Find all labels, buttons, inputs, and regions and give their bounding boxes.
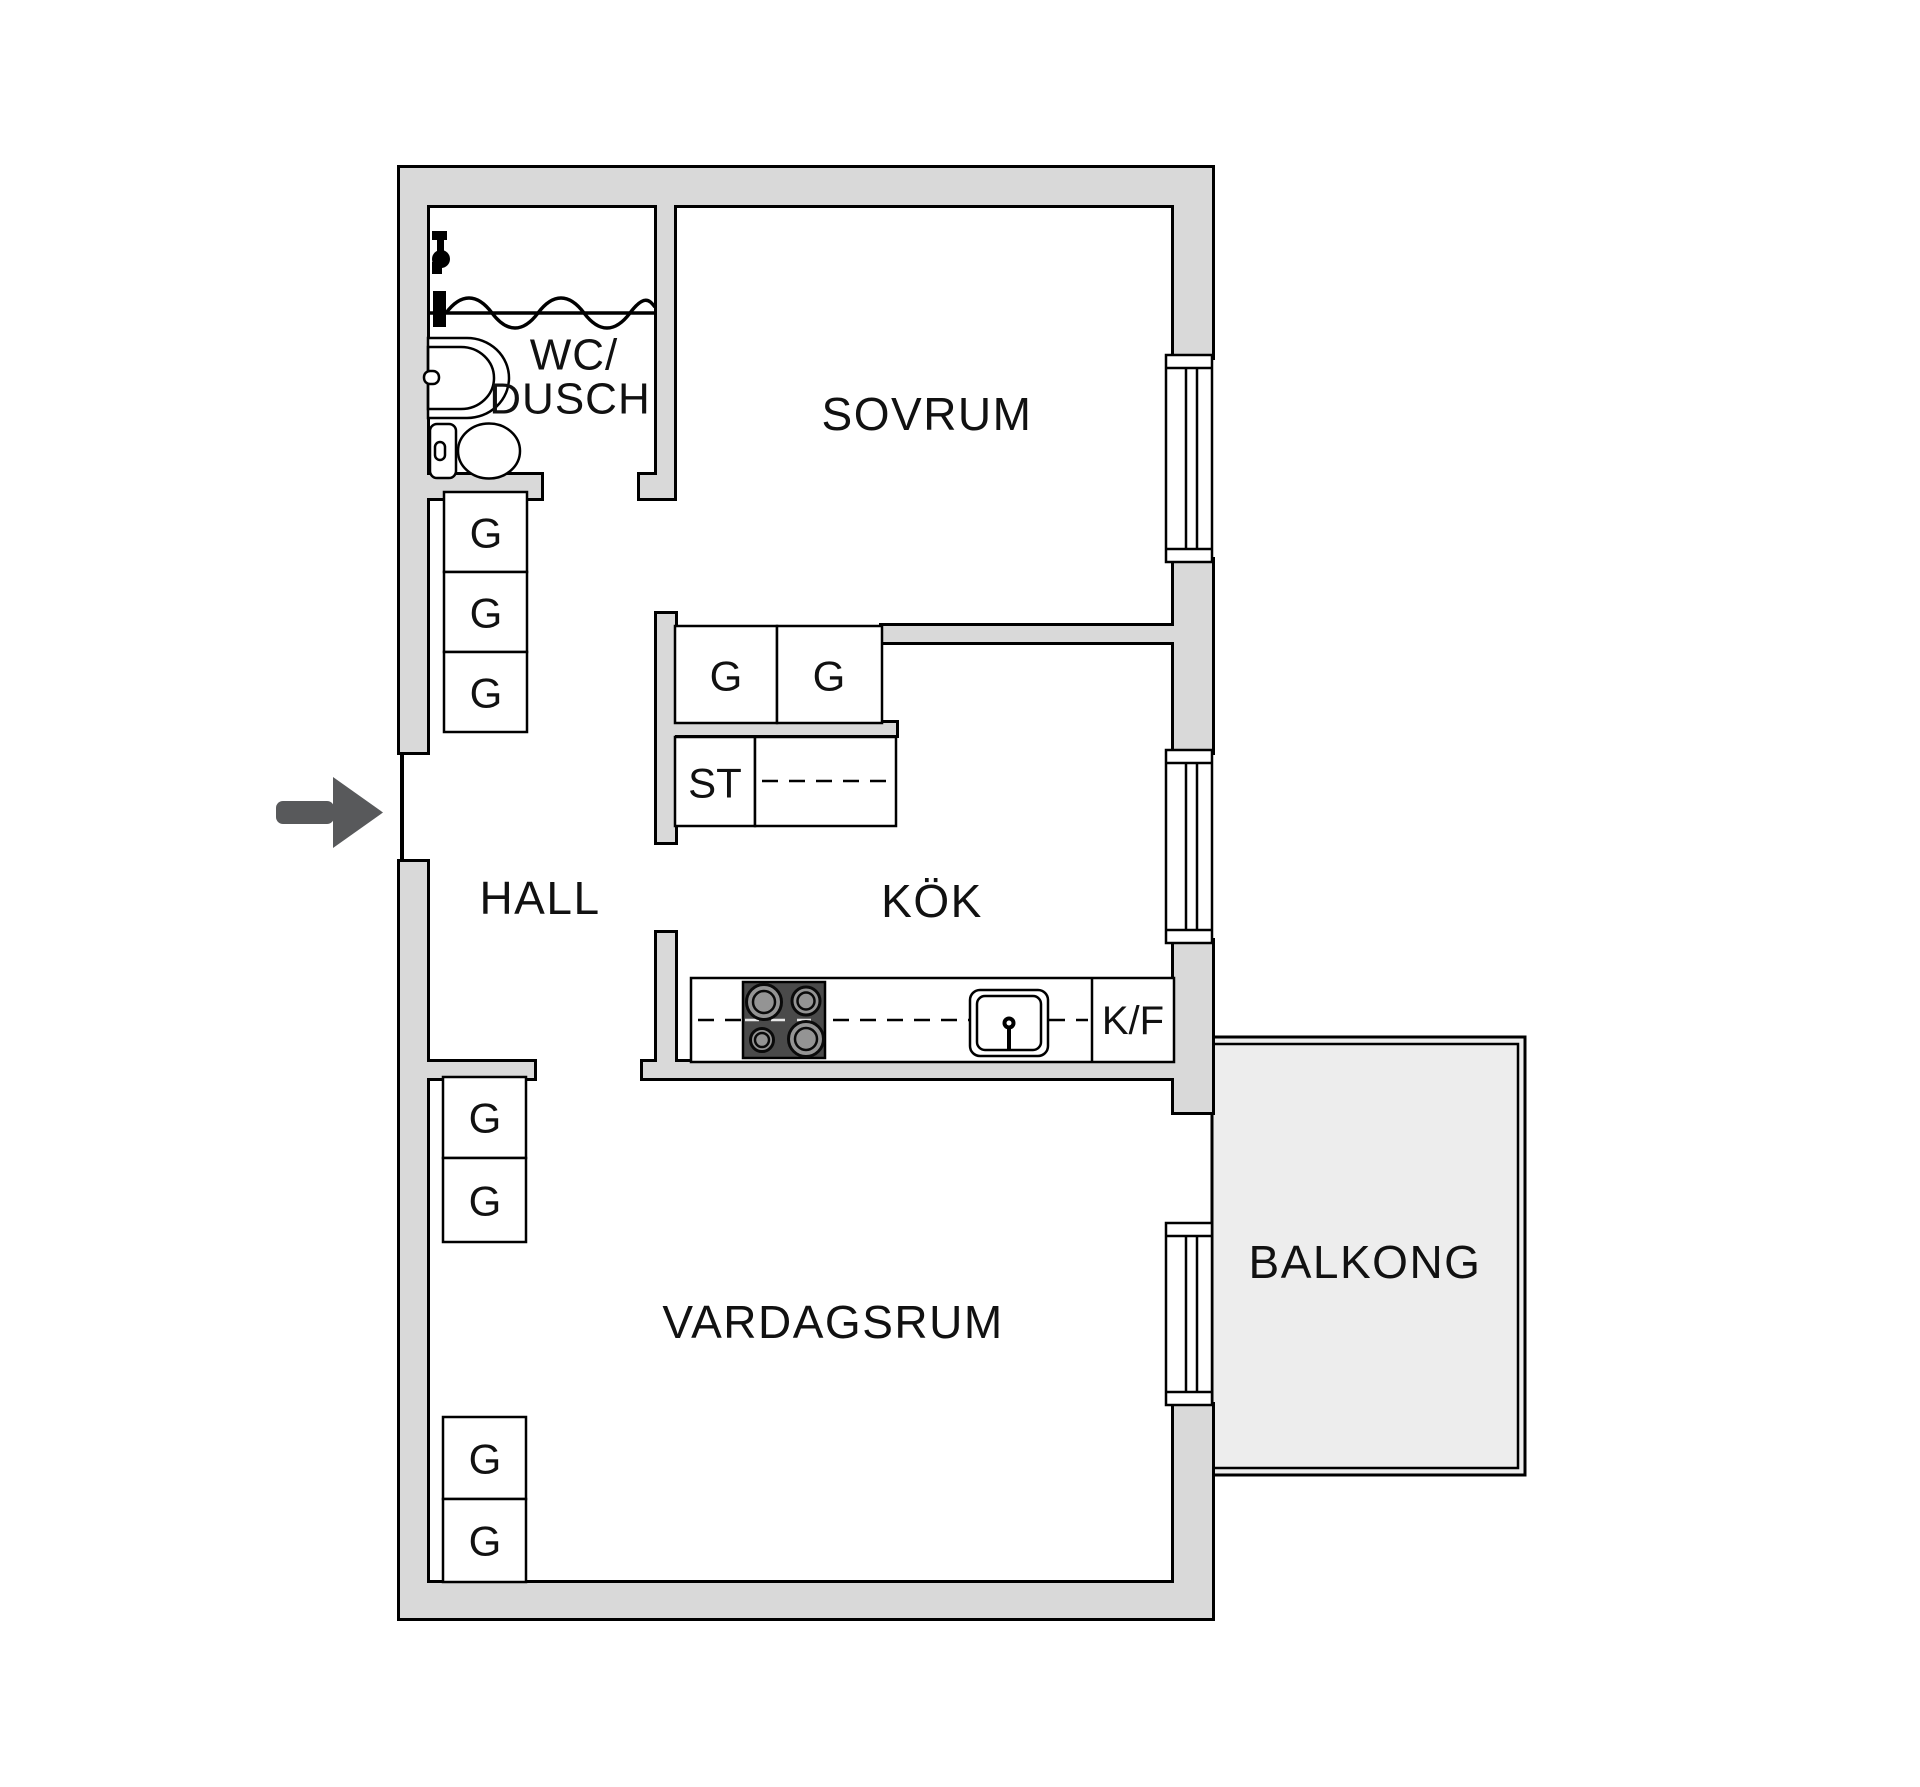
kitchen-counter: K/F <box>689 976 1176 1064</box>
balcony-slab <box>1210 1035 1527 1477</box>
wall-top <box>400 168 1212 205</box>
toilet-icon <box>428 422 522 480</box>
wardrobe-label: G <box>469 1436 502 1483</box>
wardrobe-cell <box>442 650 529 734</box>
room-label-sovrum: SOVRUM <box>822 388 1033 440</box>
wardrobe-cell <box>442 490 529 574</box>
wall-right-2 <box>1174 560 1212 752</box>
wardrobe-cell <box>441 1156 528 1244</box>
wall-sovrum-south <box>882 626 1174 642</box>
windows <box>1164 353 1214 1407</box>
wall-closet-back <box>657 723 896 735</box>
entry-arrow-icon <box>276 777 383 848</box>
balcony <box>1210 1035 1527 1477</box>
wall-left-upper <box>400 168 427 752</box>
wall-stub-lower <box>657 933 675 1078</box>
window-kok <box>1164 748 1214 945</box>
room-label-balkong: BALKONG <box>1249 1236 1482 1288</box>
walls-fill <box>400 168 1212 1618</box>
wall-right-3 <box>1174 941 1212 1112</box>
stove-icon <box>741 980 827 1060</box>
vardagsrum-wardrobes: G G G G <box>441 1075 528 1584</box>
wall-wc-east-foot <box>640 475 674 498</box>
kok-closets: G G ST <box>673 624 898 828</box>
wardrobe-label: G <box>469 1518 502 1565</box>
wardrobe-label: G <box>470 510 503 557</box>
wardrobe-label: G <box>710 653 743 700</box>
hall-wardrobes: G G G <box>442 490 529 734</box>
washbasin-icon <box>422 336 511 420</box>
window-sovrum <box>1164 353 1214 564</box>
wardrobe-label: G <box>470 590 503 637</box>
wardrobe-label: G <box>469 1095 502 1142</box>
wall-wc-east <box>657 205 674 498</box>
wardrobe-cell <box>673 624 779 725</box>
shower-curtain-icon <box>427 291 657 330</box>
wc-fixtures <box>422 231 657 480</box>
room-label-hall: HALL <box>479 872 600 924</box>
wardrobe-cell <box>775 624 884 725</box>
room-labels: WC/ DUSCH SOVRUM HALL KÖK VARDAGSRUM BAL… <box>479 331 1482 1349</box>
wardrobe-label: G <box>470 670 503 717</box>
balcony-inner-rail <box>1212 1042 1520 1470</box>
room-label-wc-line1: WC/ <box>530 331 619 380</box>
wall-bottom <box>400 1583 1212 1618</box>
sink-icon <box>968 988 1050 1058</box>
shower-mixer-icon <box>432 231 450 274</box>
entry-door-line <box>400 753 404 861</box>
wall-right-4 <box>1174 1405 1212 1618</box>
wardrobe-label: G <box>469 1178 502 1225</box>
wardrobe-label: G <box>813 653 846 700</box>
wall-kok-south <box>657 1062 1174 1078</box>
wall-right-1 <box>1174 168 1212 357</box>
room-label-vardagsrum: VARDAGSRUM <box>662 1296 1003 1348</box>
fridge-freezer-label: K/F <box>1102 999 1164 1043</box>
wall-hall-south <box>427 1062 534 1078</box>
wall-left-lower <box>400 862 427 1618</box>
wardrobe-cell <box>441 1497 528 1584</box>
room-label-wc-line2: DUSCH <box>489 375 650 424</box>
cleaning-closet-label: ST <box>688 760 742 807</box>
window-vardagsrum <box>1164 1221 1214 1407</box>
room-label-kok: KÖK <box>881 875 983 927</box>
